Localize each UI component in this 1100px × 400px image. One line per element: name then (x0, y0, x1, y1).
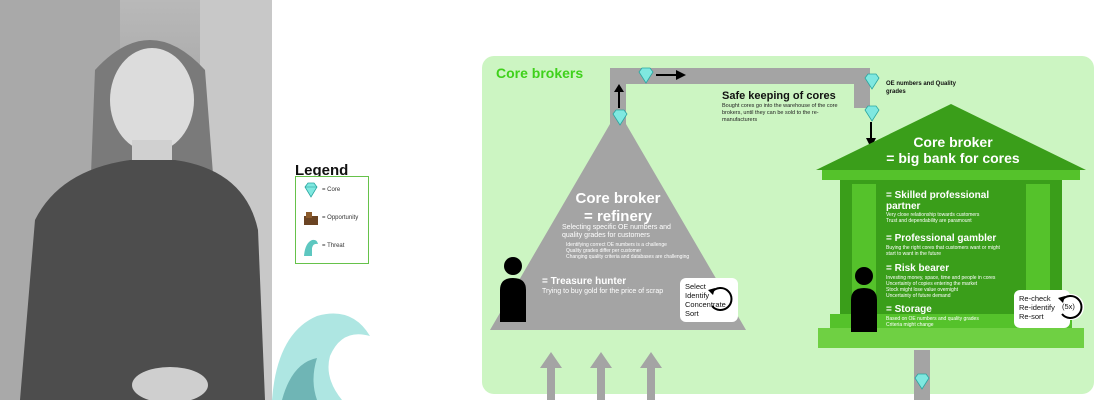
treasure-hunter-text: Trying to buy gold for the price of scra… (542, 288, 664, 295)
bank-section-title: = Storage (886, 304, 932, 315)
arrow-up-icon (614, 84, 624, 108)
cycle-step: Select (685, 282, 706, 291)
bank-title-line2: = big bank for cores (886, 150, 1020, 166)
bank-title-line1: Core broker (913, 134, 993, 150)
safe-keeping-text: Bought cores go into the warehouse of th… (722, 103, 838, 123)
cycle-step: Sort (685, 309, 699, 318)
bank-bullet: Uncertainty of copies entering the marke… (886, 281, 978, 287)
cycle-step: Re-sort (1019, 312, 1044, 321)
diamond-icon (638, 67, 654, 84)
diamond-icon (864, 105, 880, 122)
arrow-up-icon (640, 352, 662, 400)
cycle-arrow-icon (1058, 294, 1084, 320)
refinery-title: Core broker = refinery (548, 190, 688, 226)
refinery-funnel (490, 110, 746, 330)
refinery-bullet: Identifying correct OE numbers is a chal… (566, 242, 667, 248)
bank-bullet: Uncertainty of future demand (886, 293, 951, 299)
bank-section-title: = Skilled professional partner (886, 190, 990, 212)
legend-item-threat: = Threat (322, 243, 345, 249)
refinery-title-line1: Core broker (575, 190, 661, 207)
bank-title: Core broker = big bank for cores (868, 134, 1038, 166)
bank-bullet: Buying the right cores that customers wa… (886, 245, 1000, 257)
cycle-step: Concentrate (685, 300, 726, 309)
opportunity-icon (304, 212, 318, 225)
person-icon (851, 267, 877, 332)
refinery-cycle-box: Select Identify Concentrate Sort (680, 278, 738, 322)
treasure-hunter-title: = Treasure hunter (542, 276, 627, 287)
bank-bullet: Stock might lose value overnight (886, 287, 958, 293)
diamond-icon (612, 109, 628, 126)
diamond-icon (864, 73, 880, 90)
diamond-icon (914, 373, 930, 390)
cycle-arrow-icon (708, 287, 733, 311)
arrow-right-icon (656, 70, 686, 80)
bank-bullet: Trust and dependability are paramount (886, 218, 972, 224)
bank-section-bullets: Investing money, space, time and people … (886, 275, 1016, 299)
person-icon (500, 257, 526, 322)
bank-bullet: Based on OE numbers and quality grades (886, 316, 979, 322)
portrait-illustration (0, 0, 272, 400)
bank-section-bullets: Based on OE numbers and quality grades C… (886, 316, 1016, 328)
refinery-bullets: Identifying correct OE numbers is a chal… (566, 242, 698, 260)
legend-item-opportunity: = Opportunity (322, 215, 359, 221)
refinery-title-line2: = refinery (584, 208, 652, 225)
legend-box: = Core = Opportunity = Threat (295, 176, 369, 264)
cycle-step: Re-identify (1019, 303, 1055, 312)
wave-icon (272, 313, 370, 400)
bank-section-bullets: Very close relationship towards customer… (886, 212, 1016, 224)
portrait-photo (0, 0, 272, 400)
bank-bullet: Investing money, space, time and people … (886, 275, 996, 281)
safe-keeping-title: Safe keeping of cores (722, 90, 836, 102)
arrow-down-icon (866, 122, 876, 148)
refinery-bullet: Changing quality criteria and databases … (566, 254, 690, 260)
cycle-step: Re-check (1019, 294, 1051, 303)
arrow-up-icon (540, 352, 562, 400)
cycle-step: Identify (685, 291, 710, 300)
bank-section-bullets: Buying the right cores that customers wa… (886, 245, 1011, 257)
bank-section-title: = Professional gambler (886, 233, 997, 244)
wave-icon (304, 239, 318, 256)
legend-title: Legend (295, 162, 349, 179)
arrow-up-icon (590, 352, 612, 400)
flow-pipes (610, 68, 930, 400)
refinery-subtitle: Selecting specific OE numbers and qualit… (562, 224, 671, 239)
diagram-title: Core brokers (496, 65, 584, 81)
bank-bullet: Very close relationship towards customer… (886, 212, 980, 218)
oe-numbers-label: OE numbers and Quality grades (886, 81, 957, 95)
bank-section-title: = Risk bearer (886, 263, 950, 274)
diamond-icon (304, 182, 318, 198)
refinery-bullet: Quality grades differ per customer (566, 248, 642, 254)
legend-item-core: = Core (322, 187, 341, 193)
cycle-count-badge: (5x) (1062, 302, 1075, 311)
bank-bullet: Criteria might change (886, 322, 934, 328)
